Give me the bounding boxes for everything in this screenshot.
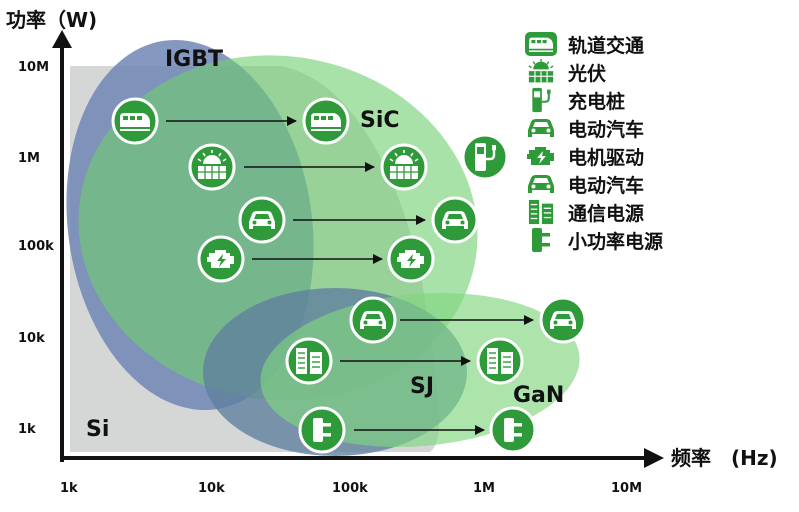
y-axis-arrow — [52, 30, 72, 48]
legend-item: 小功率电源 — [524, 226, 784, 254]
legend-label: 通信电源 — [568, 202, 645, 225]
solar-panel-icon — [524, 59, 558, 85]
plug-icon — [524, 227, 558, 253]
legend-item: 电机驱动 — [524, 142, 784, 170]
motor-icon — [387, 235, 435, 283]
y-axis-title: 功率（W) — [6, 8, 97, 32]
y-tick-1k: 1k — [18, 422, 36, 437]
y-tick-10k: 10k — [18, 331, 45, 346]
car-icon — [238, 196, 286, 244]
y-tick-1m: 1M — [18, 151, 40, 166]
x-tick-100k: 100k — [332, 481, 368, 496]
car-icon — [524, 171, 558, 197]
legend-item: 充电桩 — [524, 86, 784, 114]
y-tick-100k: 100k — [18, 239, 54, 254]
train-icon — [302, 97, 350, 145]
legend-label: 电机驱动 — [568, 146, 645, 169]
car-icon — [539, 296, 587, 344]
train-icon — [524, 31, 558, 57]
car-icon — [431, 196, 479, 244]
solar-panel-icon — [380, 143, 428, 191]
legend-item: 轨道交通 — [524, 30, 784, 58]
legend-label: 电动汽车 — [568, 174, 645, 197]
legend-item: 通信电源 — [524, 198, 784, 226]
x-axis-title: 频率 (Hz) — [671, 446, 778, 470]
x-tick-1k: 1k — [60, 481, 78, 496]
legend-item: 电动汽车 — [524, 114, 784, 142]
legend: 轨道交通 光伏 充电桩 电动汽车 电机驱动 电动汽车 通信电源 — [524, 30, 784, 254]
charging-pile-icon — [524, 87, 558, 113]
legend-label: 光伏 — [568, 62, 607, 85]
gan-region — [260, 293, 580, 447]
plug-icon — [489, 406, 537, 454]
solar-panel-icon — [188, 143, 236, 191]
train-icon — [111, 97, 159, 145]
motor-icon — [197, 235, 245, 283]
plug-icon — [298, 406, 346, 454]
gan-label: GaN — [513, 383, 564, 408]
telecom-power-icon — [524, 199, 558, 225]
charging-pile-icon — [461, 133, 509, 181]
legend-label: 轨道交通 — [568, 34, 645, 57]
x-tick-10k: 10k — [198, 481, 225, 496]
car-icon — [524, 115, 558, 141]
si-label: Si — [86, 417, 109, 442]
sic-label: SiC — [360, 108, 400, 133]
legend-item: 光伏 — [524, 58, 784, 86]
x-tick-1m: 1M — [473, 481, 495, 496]
car-icon — [349, 296, 397, 344]
legend-label: 电动汽车 — [568, 118, 645, 141]
sj-label: SJ — [410, 374, 434, 399]
y-tick-10m: 10M — [18, 60, 49, 75]
telecom-power-icon — [476, 337, 524, 385]
igbt-label: IGBT — [165, 47, 223, 72]
legend-label: 小功率电源 — [568, 230, 664, 253]
telecom-power-icon — [285, 337, 333, 385]
legend-item: 电动汽车 — [524, 170, 784, 198]
legend-label: 充电桩 — [568, 90, 626, 113]
x-axis-arrow — [644, 448, 664, 468]
motor-icon — [524, 143, 558, 169]
x-tick-10m: 10M — [611, 481, 642, 496]
